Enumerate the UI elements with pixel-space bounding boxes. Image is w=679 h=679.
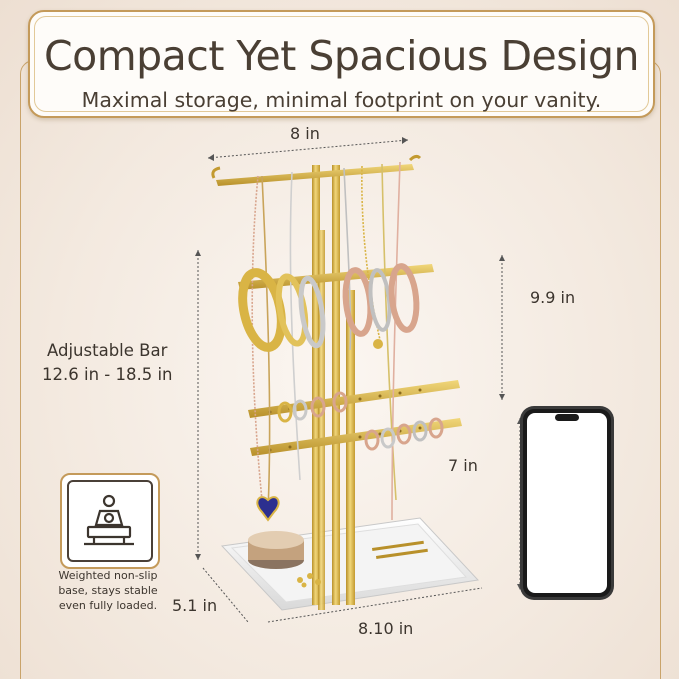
weighted-base-icon — [84, 494, 134, 546]
feature-badge — [60, 473, 160, 569]
page-subtitle: Maximal storage, minimal footprint on yo… — [81, 88, 602, 112]
dim-label-base-width: 8.10 in — [358, 619, 414, 638]
header-banner: Compact Yet Spacious Design Maximal stor… — [28, 10, 655, 118]
dim-label-adjustable-range: 12.6 in - 18.5 in — [42, 365, 173, 384]
smartphone-scale-reference — [520, 406, 614, 600]
dim-line-base-width — [267, 587, 483, 623]
bracelets — [238, 263, 420, 352]
top-bar — [211, 154, 422, 186]
dim-label-lower-height: 7 in — [448, 456, 478, 475]
rings — [277, 391, 444, 451]
dim-label-base-depth: 5.1 in — [172, 596, 218, 615]
feature-line-1: Weighted non-slip — [58, 569, 158, 582]
dim-label-top-width: 8 in — [290, 124, 320, 143]
tray-trinkets — [297, 540, 428, 588]
feature-line-2: base, stays stable — [58, 584, 158, 597]
dim-line-top-width — [207, 139, 409, 159]
feature-badge-text: Weighted non-slip base, stays stable eve… — [40, 568, 176, 613]
feature-line-3: even fully loaded. — [58, 599, 158, 612]
badge-inner-border — [67, 480, 153, 562]
stand-posts — [312, 165, 355, 610]
banner-inner-border — [34, 16, 649, 112]
heart-pendant — [256, 496, 280, 522]
page-title: Compact Yet Spacious Design — [43, 32, 640, 80]
dim-label-adjustable-bar: Adjustable Bar — [47, 341, 168, 360]
dim-label-upper-height: 9.9 in — [530, 288, 576, 307]
trinket-jar — [248, 531, 304, 569]
